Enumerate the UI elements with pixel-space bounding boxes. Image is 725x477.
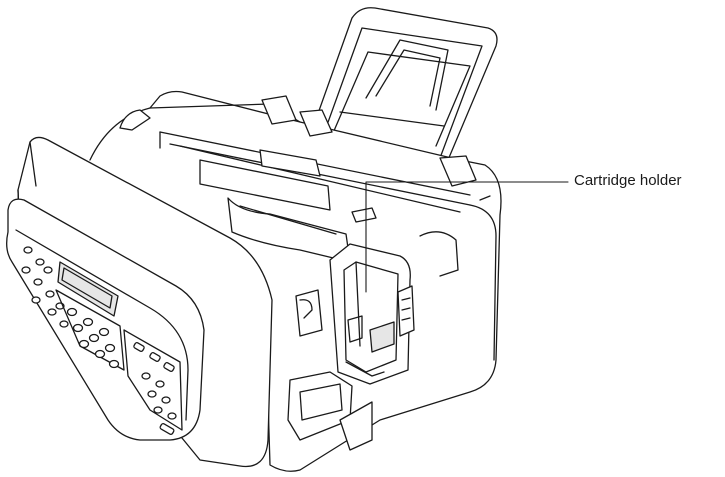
lower-mechanism bbox=[287, 289, 373, 451]
cartridge-holder-label: Cartridge holder bbox=[574, 172, 682, 189]
paper-support bbox=[304, 7, 498, 161]
printer-body bbox=[89, 90, 502, 472]
cartridge-holder bbox=[329, 243, 415, 385]
operation-panel bbox=[6, 136, 273, 468]
callout-leader bbox=[365, 181, 569, 293]
